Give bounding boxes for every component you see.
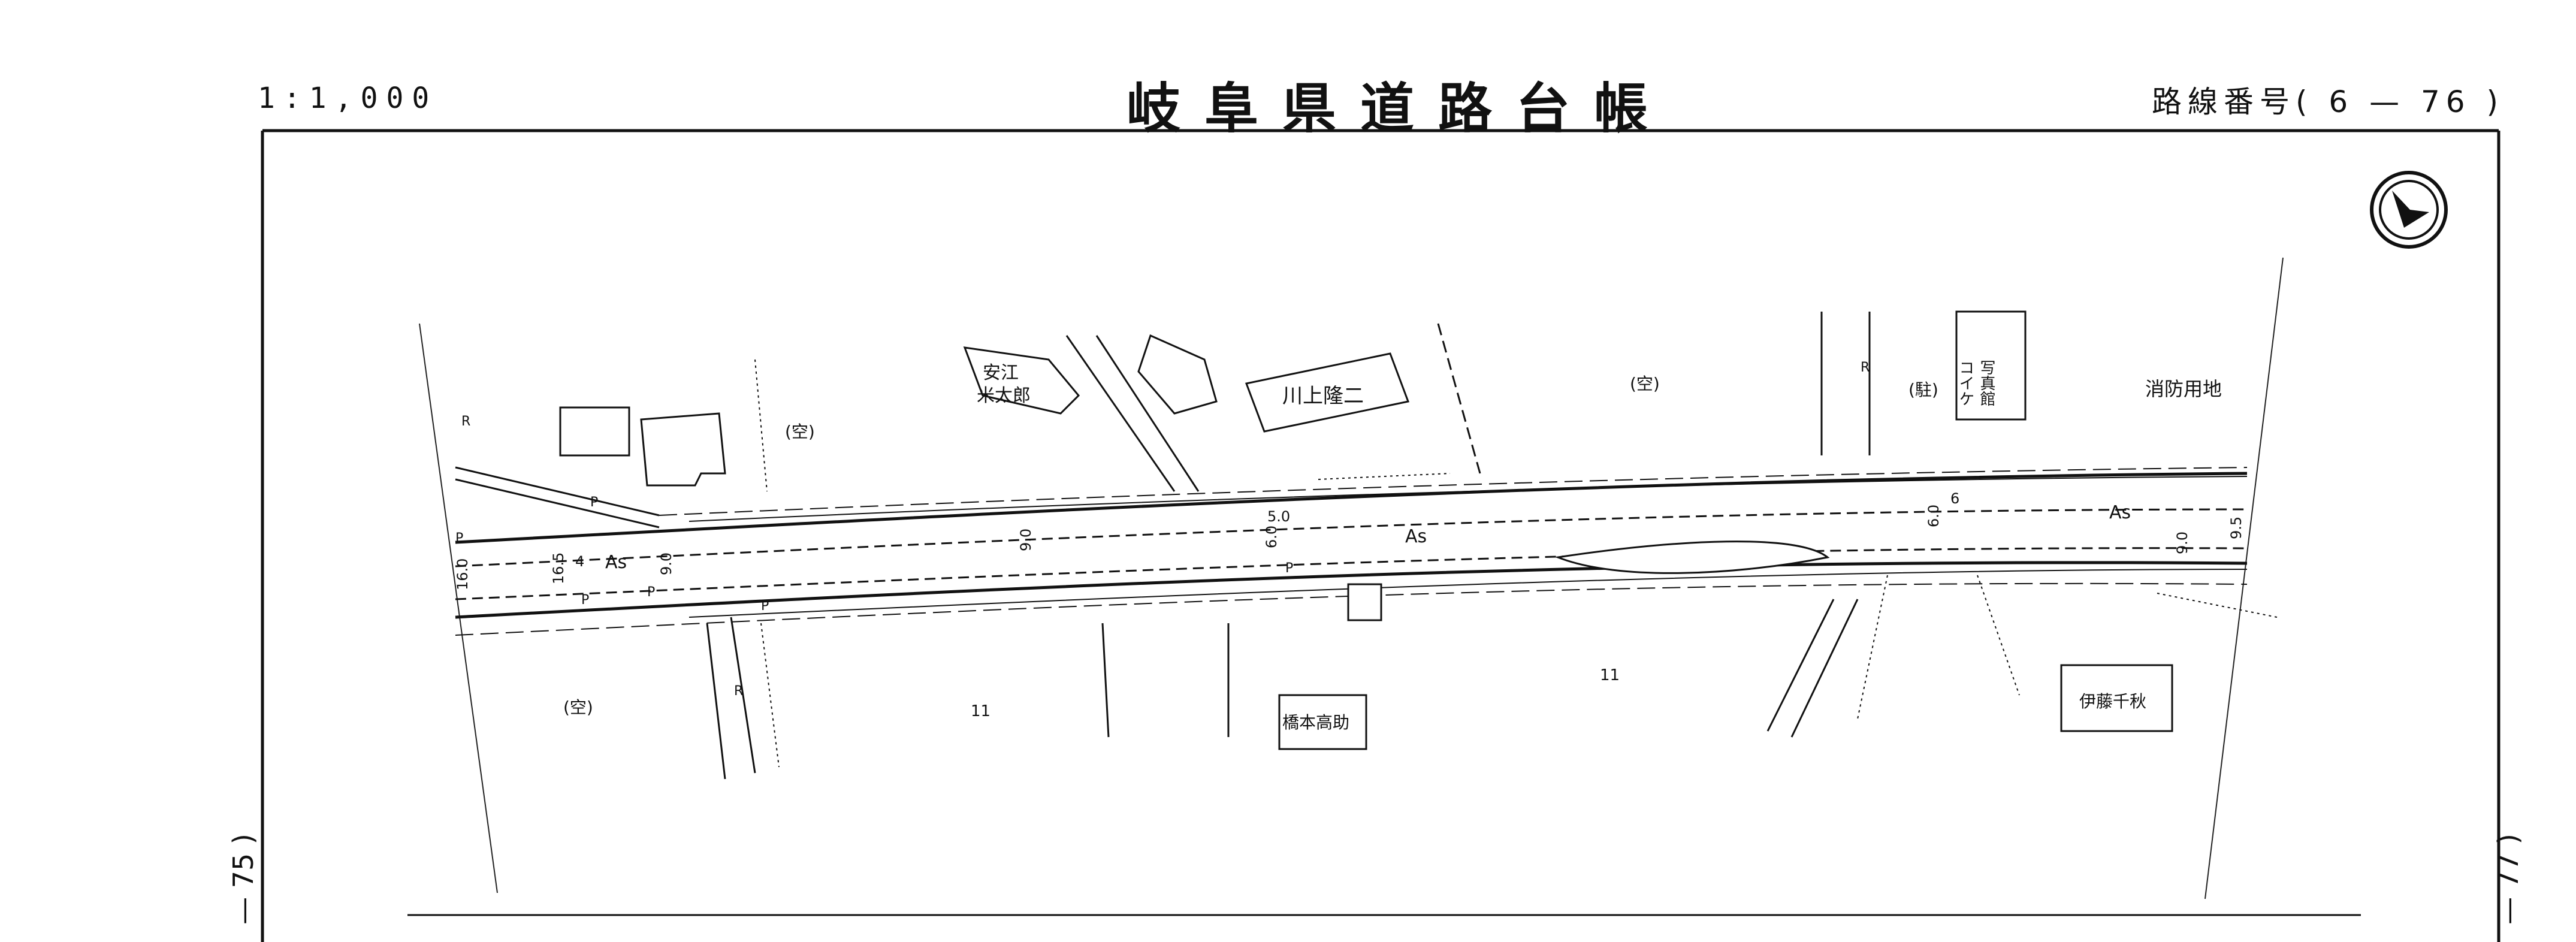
- road-width-5: 9.0: [1017, 529, 1034, 551]
- pole-label-4: P: [647, 585, 655, 600]
- pole-label-1: P: [455, 531, 463, 546]
- vacant-label-2: (空): [1630, 374, 1660, 394]
- owner-label-hashimoto: 橋本高助: [1282, 712, 1349, 732]
- road-width-2: 16.5: [550, 552, 567, 584]
- road-width-8: 6.0: [1925, 505, 1942, 527]
- pavement-label-2: As: [1405, 526, 1427, 547]
- pole-label-2: P: [590, 495, 598, 510]
- pavement-label-3: As: [2109, 502, 2131, 523]
- pole-label-6: P: [1285, 561, 1293, 576]
- vacant-label-3: (空): [563, 698, 593, 717]
- owner-label-yonetaro: 米太郎: [977, 385, 1031, 406]
- map-frame: [261, 129, 2500, 942]
- shop-label-a: 写真館: [1977, 360, 1995, 406]
- shop-label-b: コイケ: [1956, 360, 1974, 406]
- hatched-boundaries: [754, 359, 2278, 768]
- pole-label-3: P: [581, 593, 589, 608]
- side-streets: [455, 312, 1871, 780]
- map-scale: 1:1,000: [258, 81, 438, 115]
- radius-label-1: R: [461, 414, 470, 429]
- field-mark-2: 11: [1600, 666, 1620, 684]
- parking-label: (駐): [1908, 380, 1938, 400]
- road-width-6: 5.0: [1267, 508, 1290, 525]
- pole-label-5: P: [761, 599, 769, 614]
- owner-label-ito: 伊藤千秋: [2079, 692, 2146, 711]
- road-width-11: 9.5: [2228, 517, 2245, 539]
- field-mark-1: 11: [971, 702, 990, 720]
- road-width-3: 4: [575, 553, 584, 570]
- road-width-7: 6.0: [1263, 526, 1280, 548]
- route-number: 路線番号( 6 — 76 ): [2151, 84, 2504, 119]
- north-arrow-icon: [2370, 171, 2448, 249]
- road-width-1: 16.0: [454, 558, 471, 590]
- road-width-4: 9.0: [658, 552, 675, 575]
- road-width-9: 6: [1950, 490, 1959, 507]
- owner-label-kawakami: 川上隆二: [1282, 384, 1364, 408]
- vacant-label-1: (空): [785, 422, 815, 442]
- main-road: [455, 467, 2248, 636]
- sheet-edges: [419, 257, 2284, 899]
- radius-label-2: R: [734, 684, 743, 699]
- buildings: [559, 310, 2173, 750]
- map-labels: 安江 米太郎 川上隆二 (空) (空) (空) (駐) 写真館 コイケ 消防用地…: [454, 360, 2245, 732]
- pavement-label-1: As: [605, 552, 627, 573]
- owner-label-yasue: 安江: [983, 363, 1019, 384]
- road-width-10: 9.0: [2174, 532, 2191, 554]
- radius-label-3: R: [1861, 360, 1870, 375]
- fire-station-land-label: 消防用地: [2145, 378, 2222, 400]
